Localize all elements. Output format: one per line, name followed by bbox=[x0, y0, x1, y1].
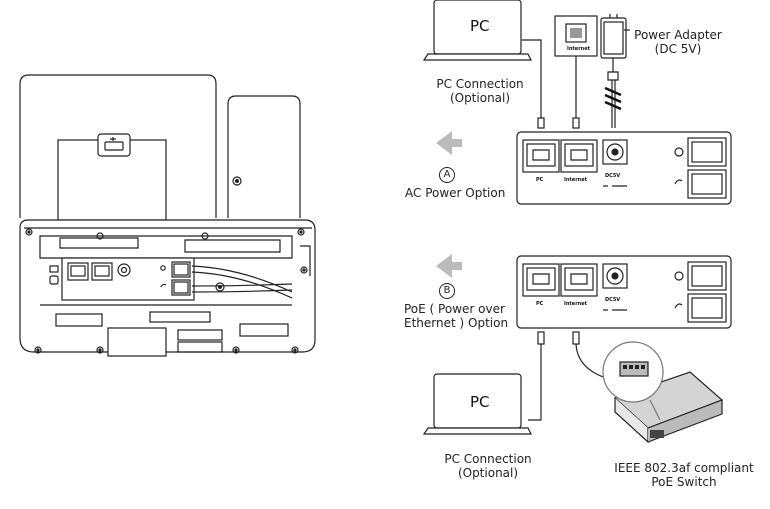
laptop-bottom-icon bbox=[422, 373, 532, 435]
pc-connection-bottom-line2: (Optional) bbox=[457, 466, 519, 480]
phone-back-illustration bbox=[19, 74, 316, 357]
option-a-label: AC Power Option bbox=[405, 186, 506, 200]
option-b-line2: Ethernet ) Option bbox=[404, 316, 509, 330]
port-a-dc-label: DC5V bbox=[605, 173, 621, 179]
port-a-pc-label: PC bbox=[536, 177, 544, 183]
laptop-top-icon bbox=[422, 0, 542, 120]
poe-switch-label: IEEE 802.3af compliant PoE Switch bbox=[610, 461, 758, 489]
power-adapter-line2: (DC 5V) bbox=[654, 42, 702, 56]
port-b-internet-label: Internet bbox=[564, 301, 588, 307]
pc-connection-bottom-label: PC Connection (Optional) bbox=[440, 452, 536, 480]
pc-connection-top-line1: PC Connection bbox=[436, 77, 524, 91]
internet-jack-label: Internet bbox=[567, 46, 591, 52]
port-b-dc-label: DC5V bbox=[605, 297, 621, 303]
pc-connection-bottom-line1: PC Connection bbox=[444, 452, 532, 466]
pc-connection-top-label: PC Connection (Optional) bbox=[435, 77, 525, 105]
pc-bottom-label: PC bbox=[470, 393, 490, 411]
power-adapter-icon bbox=[600, 14, 630, 120]
internet-wall-jack-icon bbox=[554, 15, 598, 120]
pc-top-label: PC bbox=[470, 17, 490, 35]
poe-switch-line1: IEEE 802.3af compliant bbox=[614, 461, 754, 475]
phone-port-panel-a bbox=[436, 131, 732, 205]
port-b-pc-label: PC bbox=[536, 301, 544, 307]
power-adapter-line1: Power Adapter bbox=[634, 28, 722, 42]
option-b-badge: B bbox=[439, 283, 455, 299]
phone-port-panel-b bbox=[436, 254, 732, 329]
pc-connection-top-line2: (Optional) bbox=[449, 91, 511, 105]
option-a-badge: A bbox=[439, 167, 455, 183]
option-b-label: PoE ( Power over Ethernet ) Option bbox=[404, 302, 508, 330]
poe-switch-icon bbox=[602, 341, 724, 444]
port-a-internet-label: Internet bbox=[564, 177, 588, 183]
power-adapter-label: Power Adapter (DC 5V) bbox=[630, 28, 726, 56]
poe-switch-line2: PoE Switch bbox=[651, 475, 717, 489]
option-b-line1: PoE ( Power over bbox=[404, 302, 505, 316]
